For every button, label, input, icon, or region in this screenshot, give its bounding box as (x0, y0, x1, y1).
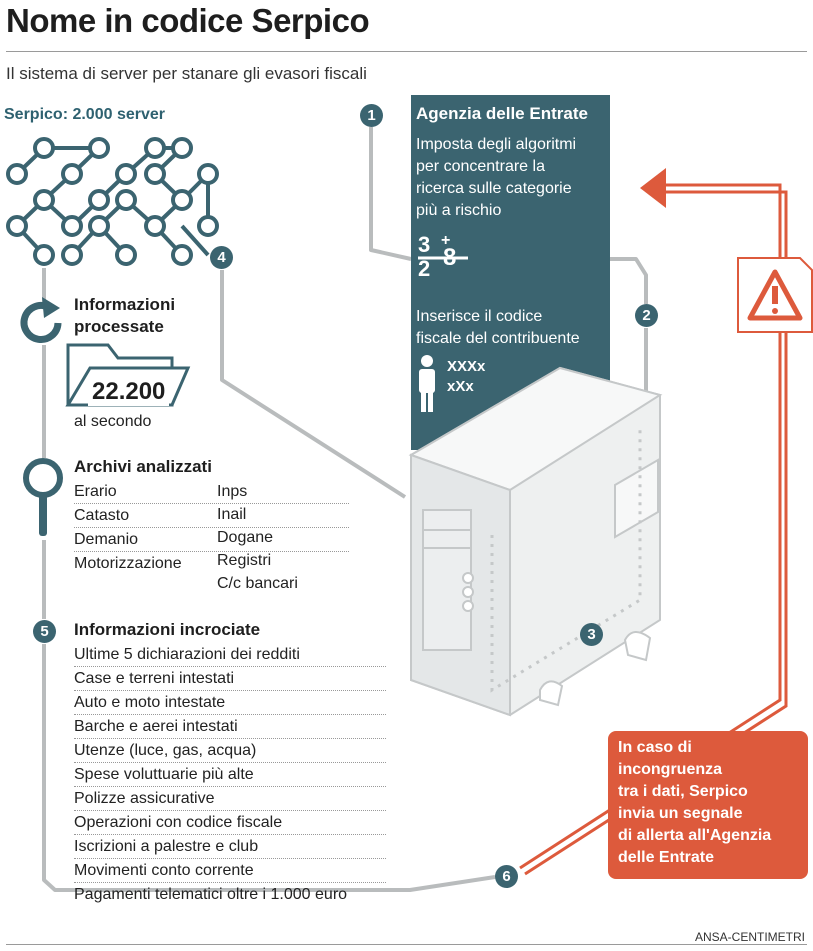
archivi-item: Motorizzazione (74, 555, 182, 572)
alert-text: In caso di incongruenza tra i dati, Serp… (618, 739, 772, 866)
step-badge-2: 2 (635, 304, 658, 327)
step-badge-1: 1 (360, 104, 383, 127)
incrociate-item: Polizze assicurative (74, 787, 386, 811)
refresh-icon (20, 302, 62, 343)
incrociate-item: Pagamenti telematici oltre i 1.000 euro (74, 886, 348, 903)
step-badge-3: 3 (580, 623, 603, 646)
processate-title: Informazioni processate (74, 295, 176, 336)
incrociate-item: Ultime 5 dichiarazioni dei redditi (74, 643, 386, 667)
server-network-icon (6, 137, 219, 266)
fraction-plus-eight: 8 (443, 244, 457, 271)
archivi-item: Catasto (74, 504, 349, 528)
refresh-arrowhead (42, 297, 60, 318)
incrociate-item: Case e terreni intestati (74, 667, 386, 691)
archivi-item: Demanio (74, 528, 349, 552)
step-badge-5: 5 (33, 620, 56, 643)
plus-sign-icon: + (441, 232, 451, 249)
archivi-item: Inail (217, 506, 247, 523)
incrociate-item: Auto e moto intestate (74, 691, 386, 715)
title-divider (6, 51, 807, 52)
servers-label: Serpico: 2.000 server (4, 106, 165, 123)
incrociate-item: Barche e aerei intestati (74, 715, 386, 739)
archivi-left-list: Erario Catasto Demanio Motorizzazione (74, 480, 349, 575)
step-badge-4: 4 (210, 246, 233, 269)
orange-arrowhead (640, 168, 666, 208)
person-icon (419, 355, 435, 412)
fraction-denominator: 2 (418, 256, 431, 281)
archivi-item: Dogane (217, 529, 274, 546)
step-badge-6: 6 (495, 865, 518, 888)
archivi-right-list: Inps Inail Dogane Registri C/c bancari (217, 480, 298, 595)
page-subtitle: Il sistema di server per stanare gli eva… (6, 64, 367, 83)
agenzia-text: Imposta degli algoritmi per concentrare … (416, 136, 577, 219)
incrociate-item: Utenze (luce, gas, acqua) (74, 739, 386, 763)
fraction-numerator: 3 (418, 232, 431, 257)
incrociate-item: Spese voluttuarie più alte (74, 763, 386, 787)
agenzia-title: Agenzia delle Entrate (416, 104, 588, 123)
incrociate-item: Movimenti conto corrente (74, 859, 386, 883)
incrociate-item: Operazioni con codice fiscale (74, 811, 386, 835)
codice-text: Inserisce il codice fiscale del contribu… (416, 308, 580, 347)
incrociate-item: Iscrizioni a palestre e club (74, 835, 386, 859)
archivi-item: Registri (217, 552, 272, 569)
bottom-divider (6, 944, 807, 945)
processate-unit: al secondo (74, 413, 152, 430)
warning-document-icon (737, 257, 813, 333)
archivi-item: Erario (74, 480, 349, 504)
archivi-item: C/c bancari (217, 575, 298, 592)
alert-box (608, 731, 808, 879)
incrociate-list: Ultime 5 dichiarazioni dei redditi Case … (74, 643, 386, 906)
processate-value: 22.200 (88, 378, 170, 406)
magnifier-icon (23, 458, 63, 536)
page-title: Nome in codice Serpico (6, 2, 370, 39)
archivi-title: Archivi analizzati (74, 457, 212, 476)
archivi-item: Inps (217, 483, 248, 500)
codice-sample: XXXx xXx (447, 358, 486, 395)
source-credit: ANSA-CENTIMETRI (694, 930, 805, 944)
incrociate-title: Informazioni incrociate (74, 620, 261, 639)
